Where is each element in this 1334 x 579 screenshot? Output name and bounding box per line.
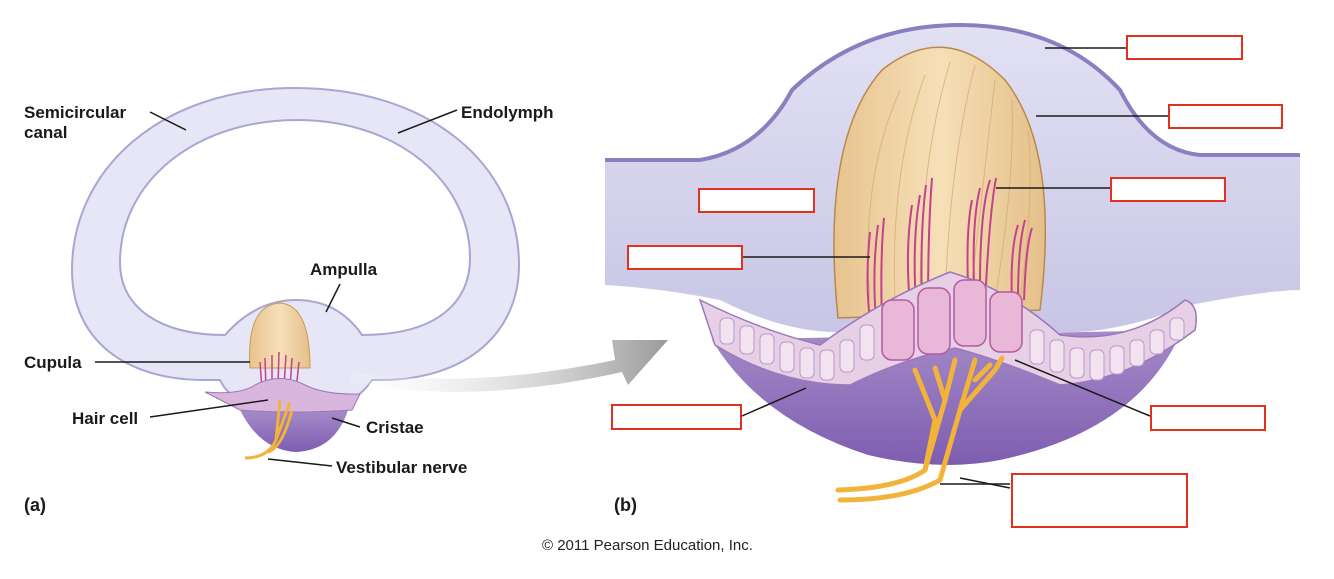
vestibular-nerve-a (244, 399, 294, 460)
hair-cells-b (881, 279, 1023, 361)
cupula-b (833, 46, 1047, 319)
blank-label-box-hair-cell[interactable] (1150, 405, 1266, 431)
panel-a-tag: (a) (24, 495, 46, 515)
panel-b-tag: (b) (614, 495, 637, 515)
blank-label-box-membrane[interactable] (1126, 35, 1243, 60)
label-ampulla: Ampulla (310, 260, 378, 279)
label-cupula: Cupula (24, 353, 82, 372)
supporting-cells-b (719, 317, 1185, 381)
label-vestibular-nerve: Vestibular nerve (336, 458, 468, 477)
magnify-arrow (350, 340, 668, 392)
blank-label-box-supporting-cell[interactable] (611, 404, 742, 430)
panel-b-drawing (605, 22, 1300, 503)
label-semicircular-canal: Semicircular canal (24, 103, 127, 142)
ampulla-base-a (240, 410, 348, 452)
label-endolymph: Endolymph (461, 103, 554, 122)
label-hair-cell: Hair cell (72, 409, 139, 428)
panel-a-drawing (70, 86, 521, 460)
panel-a-leaders (95, 109, 458, 467)
blank-label-box-stereocilia[interactable] (627, 245, 743, 270)
blank-label-box-cupula[interactable] (1168, 104, 1283, 129)
blank-label-box-nerve[interactable] (1011, 473, 1188, 528)
blank-label-box-hair-bundle[interactable] (1110, 177, 1226, 202)
blank-label-box-endolymph[interactable] (698, 188, 815, 213)
membrane-b (605, 22, 1300, 162)
panel-b-leaders (741, 47, 1168, 489)
cupula-a (249, 302, 311, 369)
vestibular-nerve-b (835, 355, 1005, 503)
copyright-notice: © 2011 Pearson Education, Inc. (542, 537, 753, 554)
label-cristae: Cristae (366, 418, 424, 437)
